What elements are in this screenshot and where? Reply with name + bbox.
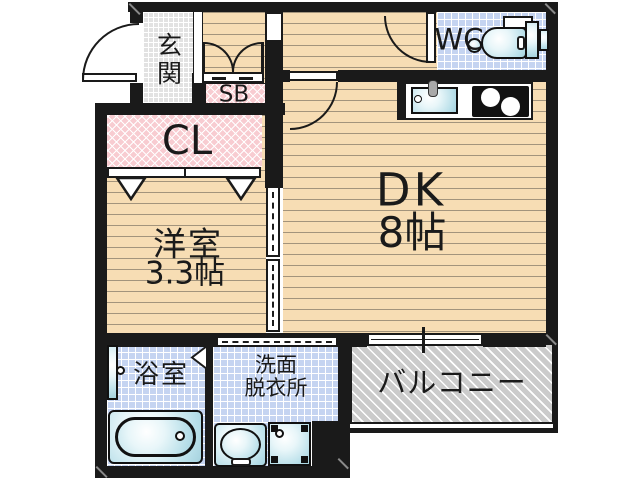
shoebox-slider (202, 72, 264, 83)
vanity-step (231, 458, 251, 466)
entrance-tile (143, 12, 193, 103)
bathroom-label: 浴室 (132, 360, 190, 390)
closet-label: CL (161, 118, 213, 164)
pan-corner (301, 456, 308, 463)
wall-left (95, 103, 107, 478)
balcony-window-tick (422, 327, 425, 353)
balcony-rail-bottom (347, 428, 558, 433)
wall-right (546, 12, 558, 345)
entrance-door-arc (82, 23, 139, 80)
wall-hall-dk (265, 40, 283, 188)
toilet-front-icon (467, 38, 482, 53)
balcony-rail-right (553, 345, 558, 433)
bathtub-drain-icon (175, 431, 185, 441)
wall-dk-door-right (338, 70, 546, 82)
pipe-space-block (312, 421, 338, 466)
sink-drain-icon (414, 95, 422, 103)
sliding-door-panel-upper (266, 186, 280, 257)
sliding-door-panel-lower (266, 259, 280, 332)
closet-door-swing-left-icon (115, 177, 147, 201)
hall-dk-opening (265, 12, 283, 42)
toilet-seat-notch (517, 36, 525, 50)
dk-label: DK (375, 163, 447, 217)
shoebox-door-leaf-right (261, 42, 264, 72)
pan-corner (271, 456, 278, 463)
wc-label: WC (434, 22, 484, 57)
washroom-sliding-door (217, 337, 337, 346)
western-room-label: 洋室 (153, 224, 223, 264)
dk-door-leaf (288, 71, 338, 81)
western-room-size: 3.3帖 (144, 255, 226, 292)
wall-washroom-right (338, 345, 350, 466)
shoebox-label: SB (218, 81, 250, 108)
shoebox-door-leaf-left (202, 42, 205, 72)
wall-top (128, 2, 558, 12)
washroom-label: 洗面 脱衣所 (244, 352, 308, 400)
pan-corner (301, 425, 308, 432)
balcony-area (350, 343, 554, 424)
toilet-tank-icon (525, 21, 539, 59)
dk-size: 8帖 (377, 208, 447, 257)
wall-dk-door-left (277, 70, 290, 82)
closet-door-track (107, 167, 261, 178)
wall-shoebox-left (192, 73, 205, 115)
closet-door-swing-right-icon (225, 177, 257, 201)
genkan-label: 玄関 (153, 32, 183, 88)
wall-bath-washroom-divider (205, 345, 213, 466)
vanity-bowl-icon (220, 428, 261, 461)
wall-window-right (483, 333, 546, 347)
wall-entrance-left-lower (130, 83, 143, 103)
pan-drain-icon (275, 429, 284, 438)
closet-area (107, 115, 262, 167)
bath-knob-icon (116, 366, 125, 375)
toilet-pipe-icon (539, 29, 549, 51)
balcony-label: バルコニー (377, 365, 527, 400)
wall-closet-top (95, 103, 285, 115)
wall-bottom (95, 466, 350, 478)
bathroom-door-icon (190, 344, 208, 371)
stove-icon (472, 86, 529, 117)
pan-corner (271, 425, 278, 432)
faucet-icon (428, 80, 438, 97)
wall-counter-stub (397, 82, 405, 120)
balcony-window (367, 333, 483, 346)
burner-icon (481, 88, 500, 107)
burner-icon (501, 97, 520, 116)
wall-window-left (350, 333, 367, 347)
